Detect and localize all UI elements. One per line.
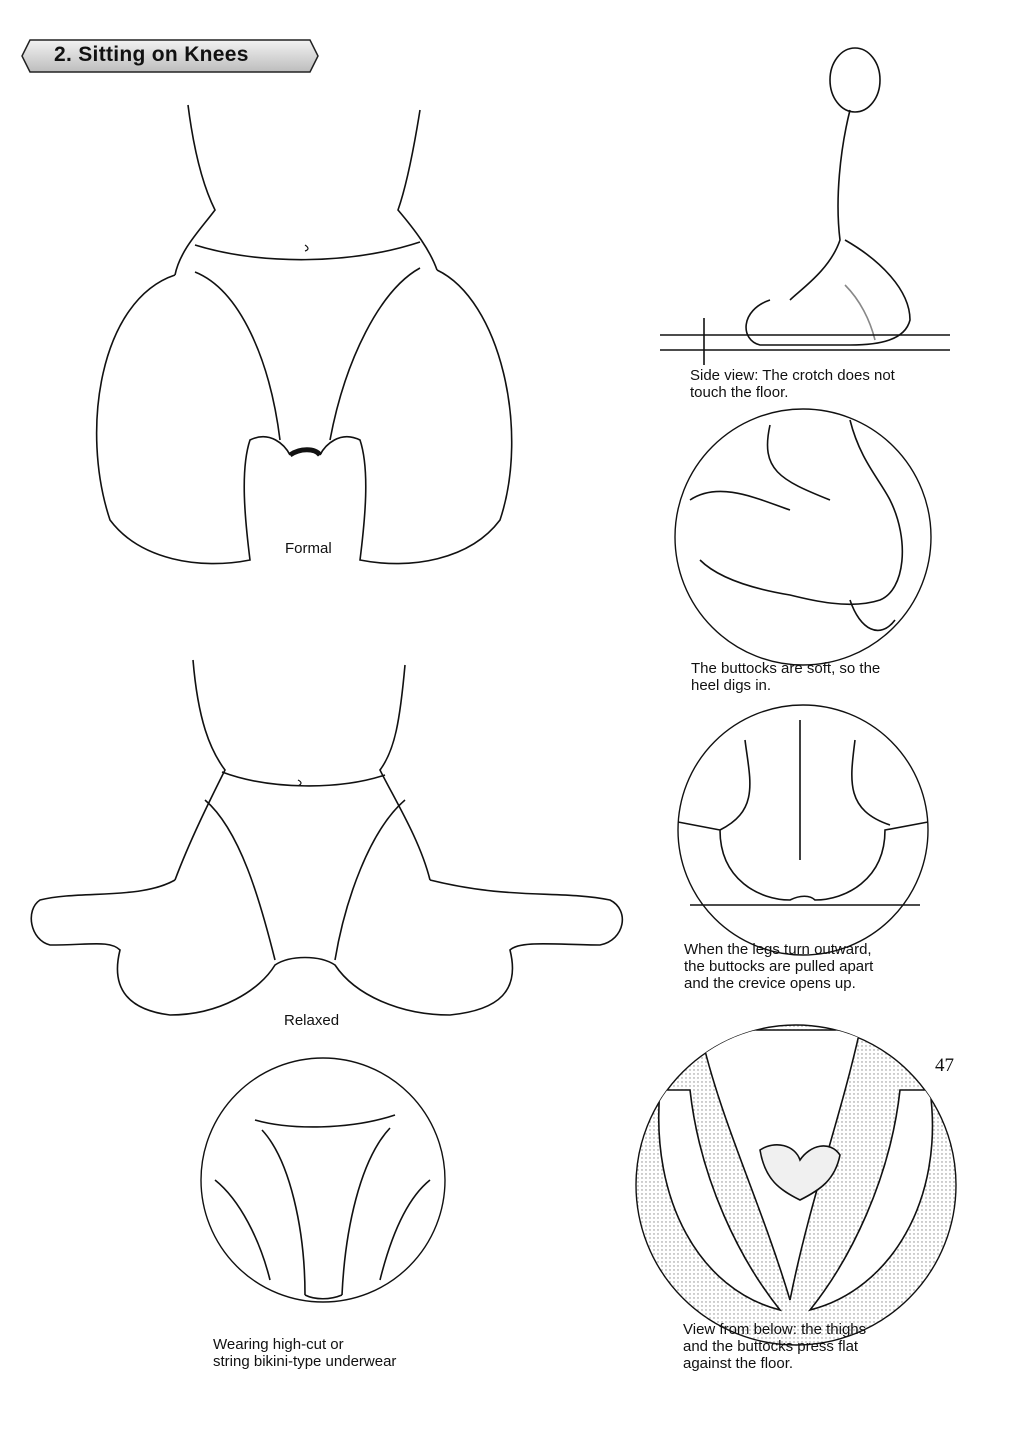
side-view-caption: Side view: The crotch does not touch the… <box>690 367 895 401</box>
caption-line: Side view: The crotch does not <box>690 367 895 384</box>
page-number: 47 <box>935 1055 954 1076</box>
side-view-drawing <box>660 47 950 365</box>
high-cut-circle-drawing <box>200 1057 446 1303</box>
relaxed-label: Relaxed <box>284 1012 340 1029</box>
section-heading: 2. Sitting on Knees <box>20 38 320 74</box>
formal-label: Formal <box>285 540 332 557</box>
caption-line: The buttocks are soft, so the <box>691 660 881 677</box>
buttocks-circle-drawing <box>677 704 929 956</box>
relaxed-figure-drawing <box>30 659 624 1016</box>
caption-line: View from below: the thighs <box>683 1321 867 1338</box>
heel-circle-drawing <box>674 408 932 666</box>
heel-caption: The buttocks are soft, so the heel digs … <box>691 660 880 694</box>
caption-line: against the floor. <box>683 1355 794 1372</box>
caption-line: touch the floor. <box>690 384 789 401</box>
caption-line: the buttocks are pulled apart <box>684 958 874 975</box>
formal-figure-drawing <box>95 104 513 565</box>
caption-line: and the buttocks press flat <box>683 1338 859 1355</box>
caption-line: Wearing high-cut or <box>213 1336 344 1353</box>
high-cut-caption: Wearing high-cut or string bikini-type u… <box>213 1336 396 1370</box>
legs-outward-caption: When the legs turn outward, the buttocks… <box>684 941 873 992</box>
heading-title: 2. Sitting on Knees <box>54 43 249 66</box>
heading-badge-shape <box>21 39 319 73</box>
caption-line: and the crevice opens up. <box>684 975 856 992</box>
caption-line: heel digs in. <box>691 677 772 694</box>
below-caption: View from below: the thighs and the butt… <box>683 1321 866 1372</box>
view-from-below-circle-drawing <box>635 1024 957 1346</box>
caption-line: string bikini-type underwear <box>213 1353 397 1370</box>
caption-line: When the legs turn outward, <box>684 941 872 958</box>
